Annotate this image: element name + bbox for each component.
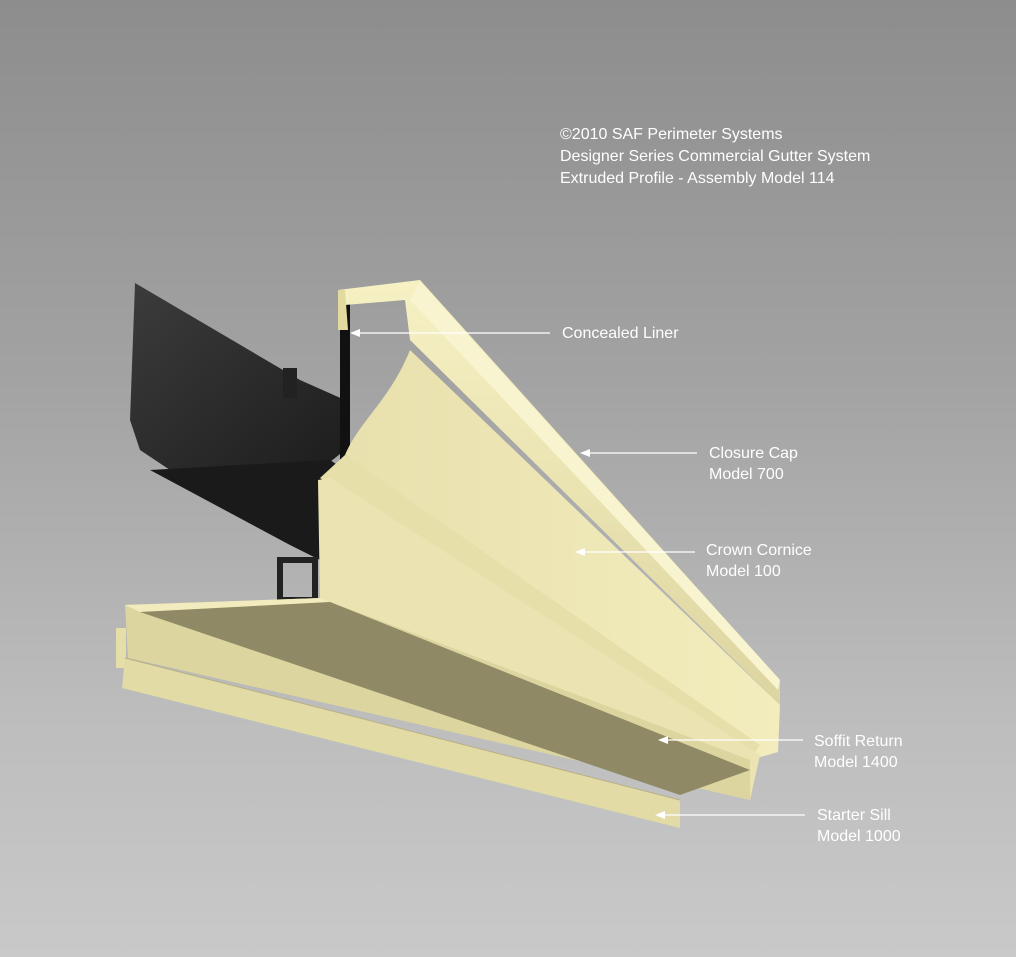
callout-concealed-liner: Concealed Liner (562, 323, 679, 344)
arrow-icon (350, 329, 360, 337)
callout-name: Crown Cornice (706, 542, 812, 559)
closure-cap-shape (338, 280, 780, 705)
arrow-icon (655, 811, 665, 819)
callout-closure-cap: Closure Cap Model 700 (709, 443, 798, 485)
callout-name: Soffit Return (814, 733, 903, 750)
starter-sill-shape (122, 657, 681, 828)
callout-model: Model 100 (706, 563, 781, 580)
profile-line: Extruded Profile - Assembly Model 114 (560, 170, 835, 187)
copyright-line: ©2010 SAF Perimeter Systems (560, 126, 783, 143)
callout-starter-sill: Starter Sill Model 1000 (817, 805, 901, 847)
callout-model: Model 1000 (817, 828, 901, 845)
soffit-return-shape (116, 598, 750, 800)
callout-name: Closure Cap (709, 445, 798, 462)
callout-model: Model 1400 (814, 754, 898, 771)
series-line: Designer Series Commercial Gutter System (560, 148, 871, 165)
arrow-icon (658, 736, 668, 744)
crown-cornice-shape (318, 350, 780, 800)
arrow-icon (580, 449, 590, 457)
concealed-liner-shape (130, 283, 350, 603)
title-block: ©2010 SAF Perimeter Systems Designer Ser… (560, 124, 870, 190)
callout-model: Model 700 (709, 466, 784, 483)
callout-name: Concealed Liner (562, 325, 679, 342)
callout-crown-cornice: Crown Cornice Model 100 (706, 540, 812, 582)
callout-name: Starter Sill (817, 807, 891, 824)
arrow-icon (575, 548, 585, 556)
callout-soffit-return: Soffit Return Model 1400 (814, 731, 903, 773)
